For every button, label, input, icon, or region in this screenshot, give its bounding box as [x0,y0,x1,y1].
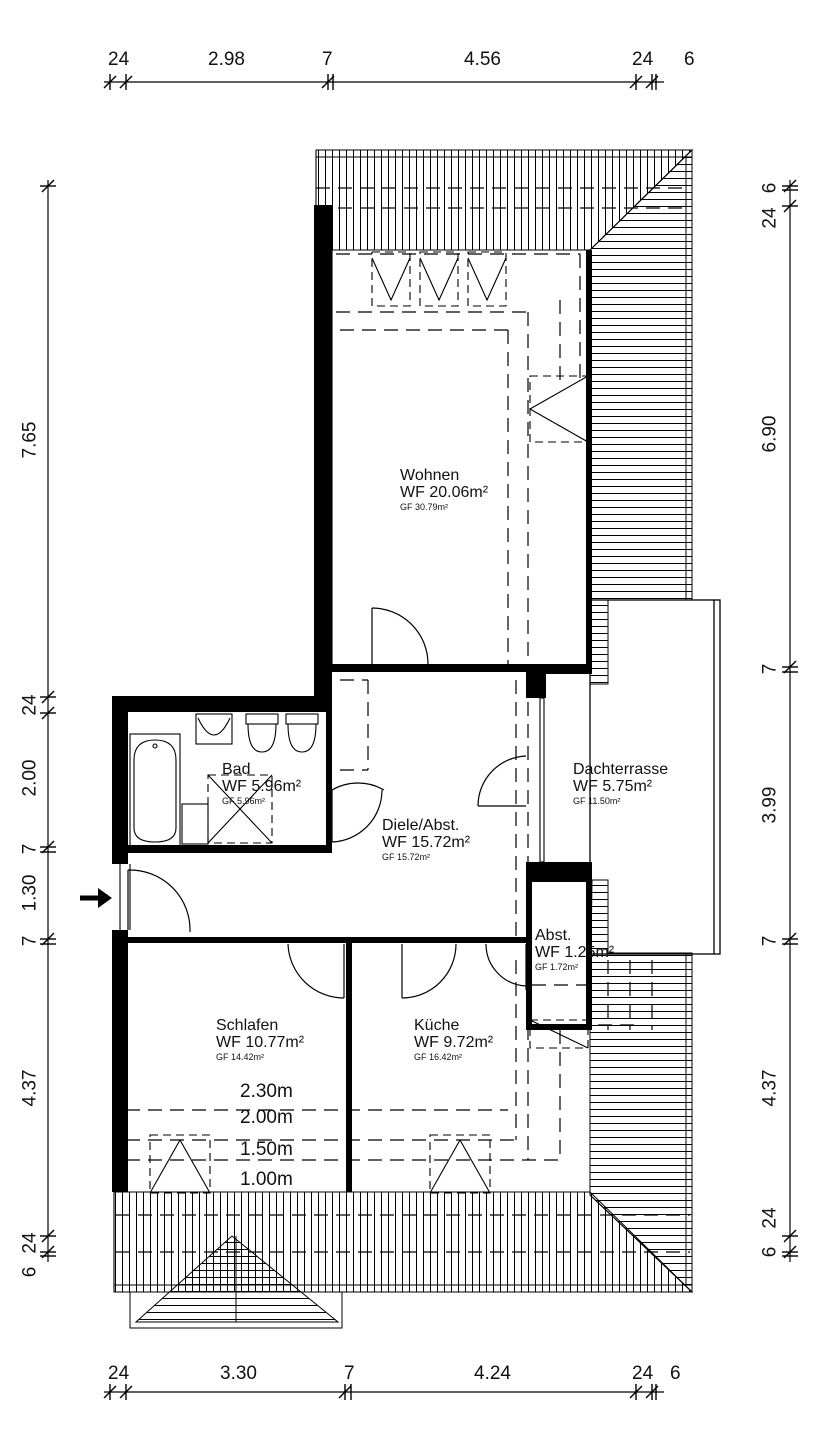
room-wf: WF 10.77m² [216,1033,305,1051]
dim-bottom-1: 24 [108,1363,130,1384]
terrace-railing [589,599,721,955]
bathroom-fixtures [129,713,319,847]
room-label-diele: Diele/Abst. WF 15.72m² GF 15.72m² [382,817,471,862]
entrance-arrow-icon [80,888,112,908]
dim-left-8: 24 [19,1232,41,1254]
room-name: Schlafen [216,1017,279,1034]
room-wf: WF 1.25m² [535,943,615,961]
dim-top-2: 2.98 [208,49,245,70]
dim-left-7: 4.37 [19,1069,41,1107]
room-name: Küche [414,1017,460,1034]
room-wf: WF 20.06m² [400,483,489,501]
room-gf: GF 1.72m² [535,961,579,972]
room-gf: GF 11.50m² [573,795,621,806]
room-gf: GF 16.42m² [414,1051,463,1062]
room-wf: WF 5.75m² [573,777,653,795]
dim-right-6: 7 [759,935,781,947]
room-name: Bad [222,761,251,778]
room-label-dachterrasse: Dachterrasse WF 5.75m² GF 11.50m² [573,761,669,806]
room-name: Wohnen [400,467,460,484]
dim-top-3: 7 [322,49,333,70]
room-name: Dachterrasse [573,761,669,778]
room-label-schlafen: Schlafen WF 10.77m² GF 14.42m² [216,1017,305,1062]
dim-right-9: 6 [759,1246,781,1258]
height-label: 1.00m [240,1169,293,1190]
room-label-wohnen: Wohnen WF 20.06m² GF 30.79m² [400,467,489,512]
room-gf: GF 15.72m² [382,851,431,862]
dim-left-4: 7 [19,843,41,855]
dim-left-1: 7.65 [19,421,41,459]
height-label: 2.30m [240,1081,293,1102]
dim-right-3: 6.90 [759,415,781,453]
dim-right-7: 4.37 [759,1069,781,1107]
roof-windows [149,251,589,1194]
dim-bottom-4: 4.24 [474,1363,511,1384]
room-wf: WF 15.72m² [382,833,471,851]
dim-left-2: 24 [19,694,41,716]
room-wf: WF 9.72m² [414,1033,494,1051]
walls [112,205,592,1192]
dim-bottom-5: 24 [632,1363,654,1384]
dashed-lines [116,187,690,1253]
dim-top-6: 6 [684,49,695,70]
room-name: Abst. [535,927,572,944]
room-wf: WF 5.96m² [222,777,302,795]
room-gf: GF 30.79m² [400,501,449,512]
dim-top-1: 24 [108,49,130,70]
dim-left-5: 1.30 [19,874,41,912]
room-label-abst: Abst. WF 1.25m² GF 1.72m² [535,927,615,972]
roof-hatching [113,148,694,1329]
wall-outlines [113,150,545,1292]
dim-top-5: 24 [632,49,654,70]
height-label: 1.50m [240,1139,293,1160]
dim-top-4: 4.56 [464,49,501,70]
dim-right-8: 24 [759,1207,781,1229]
dim-bottom-6: 6 [670,1363,681,1384]
dim-left-9: 6 [19,1266,41,1278]
room-name: Diele/Abst. [382,817,460,834]
height-label: 2.00m [240,1107,293,1128]
room-gf: GF 14.42m² [216,1051,265,1062]
room-label-bad: Bad WF 5.96m² GF 5.96m² [222,761,302,806]
room-label-kueche: Küche WF 9.72m² GF 16.42m² [414,1017,494,1062]
room-gf: GF 5.96m² [222,795,266,806]
dim-right-1: 6 [759,182,781,194]
dim-bottom-2: 3.30 [220,1363,257,1384]
dimension-lines [40,74,798,1400]
dim-right-5: 3.99 [759,786,781,824]
dim-right-2: 24 [759,207,781,229]
dim-left-3: 2.00 [19,759,41,797]
dim-right-4: 7 [759,663,781,675]
dim-left-6: 7 [19,935,41,947]
dim-bottom-3: 7 [344,1363,355,1384]
doors [127,607,527,999]
